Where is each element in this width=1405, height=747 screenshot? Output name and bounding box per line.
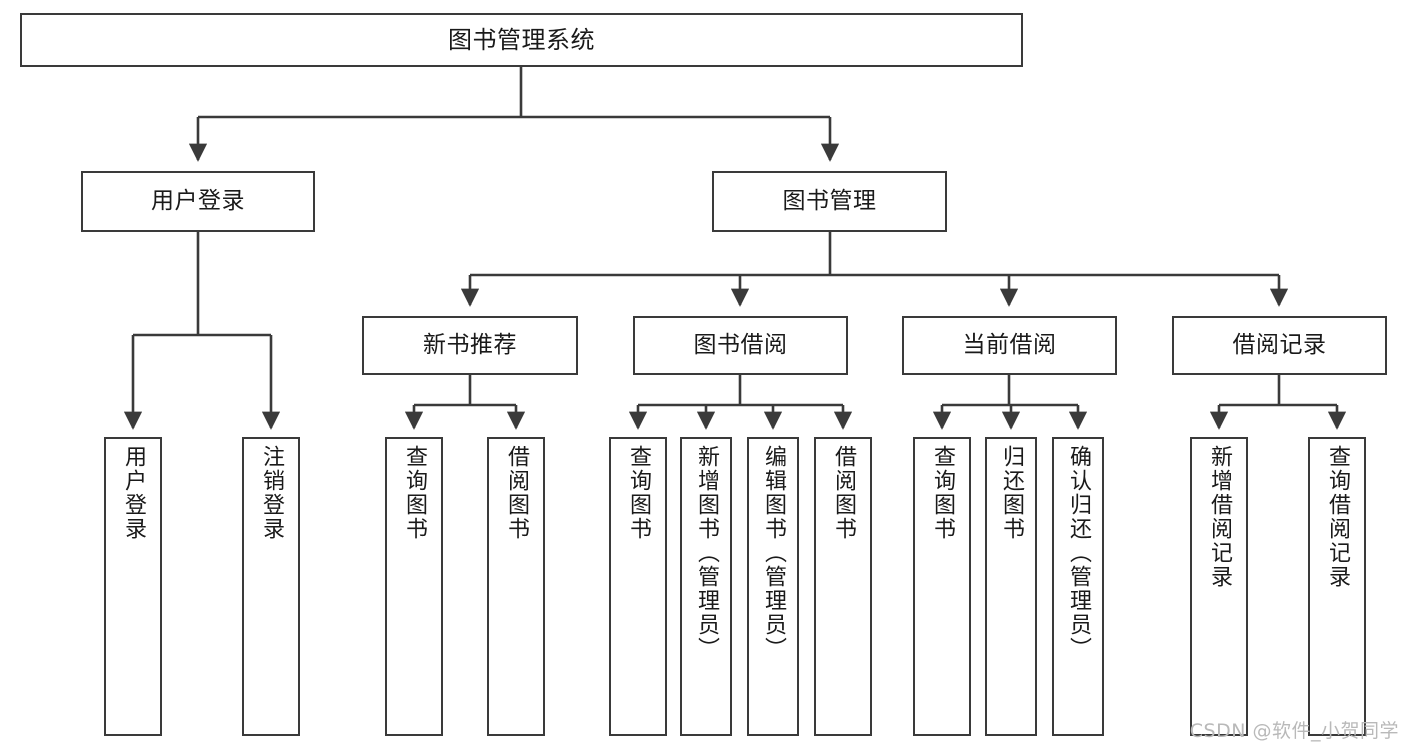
- node-root[interactable]: 图书管理系统: [20, 13, 1023, 67]
- node-leaf-borrow-book[interactable]: 借阅图书: [814, 437, 872, 736]
- node-leaf-user-login[interactable]: 用户登录: [104, 437, 162, 736]
- node-book-management-label: 图书管理: [782, 187, 877, 214]
- node-book-management[interactable]: 图书管理: [712, 171, 947, 232]
- node-new-book-recommend[interactable]: 新书推荐: [362, 316, 578, 375]
- node-new-book-recommend-label: 新书推荐: [423, 331, 517, 358]
- node-leaf-borrow-book-recommend-label: 借阅图书: [504, 445, 529, 541]
- node-leaf-query-book-recommend-label: 查询图书: [402, 445, 427, 541]
- node-borrow-record-label: 借阅记录: [1232, 331, 1327, 358]
- node-leaf-return-book[interactable]: 归还图书: [985, 437, 1037, 736]
- node-user-login-label: 用户登录: [151, 187, 245, 214]
- node-borrow-record[interactable]: 借阅记录: [1172, 316, 1387, 375]
- node-leaf-query-book-current[interactable]: 查询图书: [913, 437, 971, 736]
- node-root-label: 图书管理系统: [448, 25, 595, 54]
- watermark-text: CSDN @软件_小贺同学: [1189, 720, 1399, 742]
- node-leaf-logout-label: 注销登录: [259, 445, 284, 541]
- node-book-borrow-label: 图书借阅: [693, 331, 788, 358]
- node-leaf-return-book-label: 归还图书: [999, 445, 1024, 541]
- node-leaf-borrow-book-recommend[interactable]: 借阅图书: [487, 437, 545, 736]
- node-leaf-confirm-return[interactable]: 确认归还（管理员）: [1052, 437, 1104, 736]
- node-leaf-edit-book[interactable]: 编辑图书（管理员）: [747, 437, 799, 736]
- node-leaf-confirm-return-label: 确认归还（管理员）: [1066, 445, 1091, 661]
- node-leaf-edit-book-label: 编辑图书（管理员）: [761, 445, 786, 661]
- node-leaf-query-borrow-record-label: 查询借阅记录: [1325, 445, 1350, 589]
- node-leaf-user-login-label: 用户登录: [121, 445, 146, 541]
- node-leaf-add-book-label: 新增图书（管理员）: [694, 445, 719, 661]
- node-leaf-borrow-book-label: 借阅图书: [831, 445, 856, 541]
- node-leaf-query-book-recommend[interactable]: 查询图书: [385, 437, 443, 736]
- node-leaf-logout[interactable]: 注销登录: [242, 437, 300, 736]
- node-book-borrow[interactable]: 图书借阅: [633, 316, 848, 375]
- node-leaf-add-borrow-record-label: 新增借阅记录: [1207, 445, 1232, 589]
- node-user-login[interactable]: 用户登录: [81, 171, 315, 232]
- node-leaf-add-borrow-record[interactable]: 新增借阅记录: [1190, 437, 1248, 736]
- node-leaf-query-book-borrow[interactable]: 查询图书: [609, 437, 667, 736]
- node-current-borrow-label: 当前借阅: [962, 331, 1057, 358]
- node-leaf-query-book-current-label: 查询图书: [930, 445, 955, 541]
- node-current-borrow[interactable]: 当前借阅: [902, 316, 1117, 375]
- node-leaf-add-book[interactable]: 新增图书（管理员）: [680, 437, 732, 736]
- node-leaf-query-borrow-record[interactable]: 查询借阅记录: [1308, 437, 1366, 736]
- node-leaf-query-book-borrow-label: 查询图书: [626, 445, 651, 541]
